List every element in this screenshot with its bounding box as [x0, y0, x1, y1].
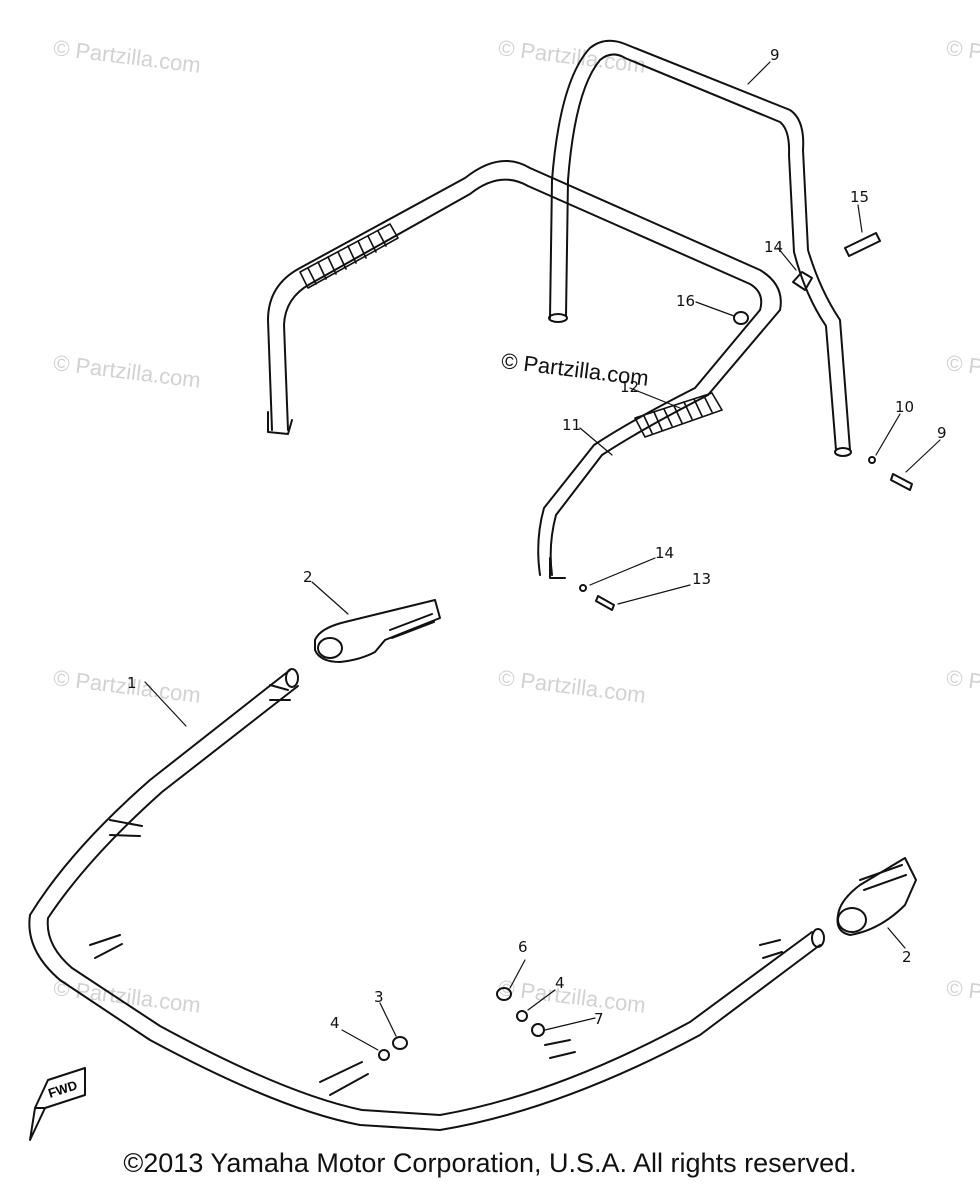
fwd-arrow — [29, 1067, 86, 1141]
callout-10: 11 — [562, 416, 581, 434]
callout-13: 14 — [655, 544, 674, 562]
bracket-2-right — [836, 857, 917, 936]
callout-14: 14 — [764, 238, 783, 256]
upper-bar-10 — [267, 160, 782, 579]
leader-lines — [144, 61, 941, 1051]
callout-16: 16 — [676, 292, 695, 310]
fwd-label: FWD — [46, 1077, 79, 1100]
copyright-notice: ©2013 Yamaha Motor Corporation, U.S.A. A… — [123, 1148, 857, 1178]
callout-11: 12 — [620, 378, 639, 396]
callout-8: 9 — [937, 424, 947, 442]
callout-4: 4 — [555, 974, 565, 992]
callout-3: 3 — [374, 988, 384, 1006]
callout-2: 2 — [902, 948, 912, 966]
rear-bar-7 — [548, 39, 852, 457]
callout-5: 6 — [518, 938, 528, 956]
grip-right — [634, 392, 723, 438]
callout-1: 1 — [127, 674, 137, 692]
fastener-hardware — [378, 232, 913, 1061]
bracket-2-left — [314, 599, 441, 663]
callout-4: 4 — [330, 1014, 340, 1032]
callout-7: 9 — [770, 46, 780, 64]
front-bumper-1 — [28, 668, 825, 1131]
callout-12: 13 — [692, 570, 711, 588]
callout-9: 10 — [895, 398, 914, 416]
callout-6: 7 — [594, 1010, 604, 1028]
grip-left — [299, 223, 399, 289]
callout-2: 2 — [303, 568, 313, 586]
callout-labels: 9 15 14 16 10 9 12 11 14 13 2 1 2 6 4 7 … — [127, 46, 947, 1032]
callout-15: 15 — [850, 188, 869, 206]
